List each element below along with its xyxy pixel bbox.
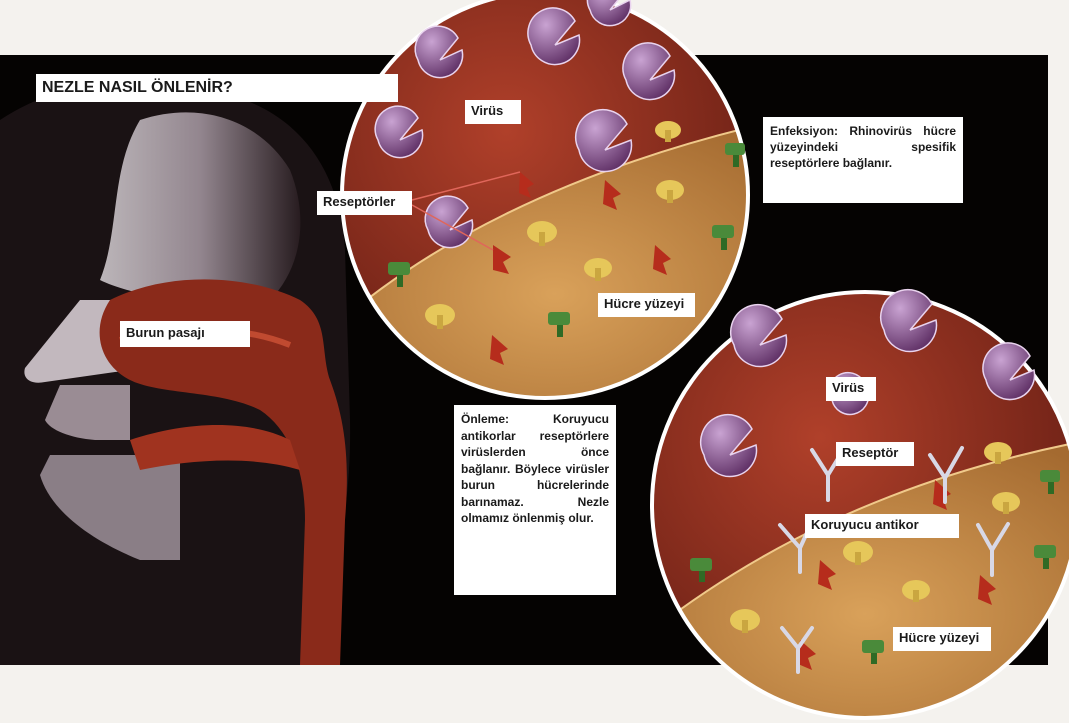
label-burun-pasaji: Burun pasajı xyxy=(120,321,250,347)
label-hucre-yuzeyi-top: Hücre yüzeyi xyxy=(598,293,695,317)
label-hucre-yuzeyi-bottom: Hücre yüzeyi xyxy=(893,627,991,651)
label-koruyucu-antikor: Koruyucu antikor xyxy=(805,514,959,538)
note-enfeksiyon: Enfeksiyon: Rhinovirüs hücre yüzeyindeki… xyxy=(763,117,963,203)
note-onleme: Önleme: Koruyucu antikorlar reseptörlere… xyxy=(454,405,616,595)
page-title: NEZLE NASIL ÖNLENİR? xyxy=(36,74,398,102)
label-virus-bottom: Virüs xyxy=(826,377,876,401)
label-virus-top: Virüs xyxy=(465,100,521,124)
label-reseptorler: Reseptörler xyxy=(317,191,412,215)
label-reseptor: Reseptör xyxy=(836,442,914,466)
